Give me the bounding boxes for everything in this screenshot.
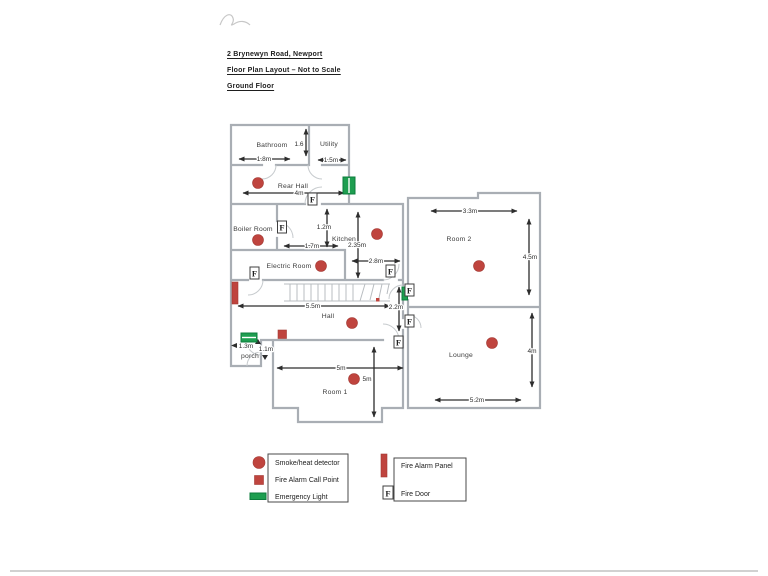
legend-right: F Fire Alarm Panel Fire Door [380,453,467,502]
room-label-porch: porch [241,353,259,360]
fire-doors: F F F F F F F [249,192,415,349]
smoke-detector-icon-electric-room [315,260,327,272]
fire-door-box [277,220,287,234]
dim-label-room1-width: 5m [336,365,345,372]
smoke-detector-icon-kitchen [371,228,383,240]
dim-label-porch-width: 1.3m [239,343,253,350]
staircase [284,283,390,302]
dim-label-kitchen-width-right: 2.8m [369,258,383,265]
room-label-hall: Hall [322,313,335,320]
dim-label-room1-depth: 5m [362,376,371,383]
legend-right-box [393,457,467,502]
smoke-detectors [252,177,498,385]
room-label-room1: Room 1 [323,389,348,396]
legend-fire-door-icon: F [382,485,394,500]
room-label-electric-room: Electric Room [267,263,312,270]
fire-door-icon-room1: F [393,335,404,349]
fire-door-box [393,335,404,349]
legend-fire-alarm-panel-icon [380,453,388,478]
dim-label-lounge-depth: 4m [527,348,536,355]
fire-door-icon-rear-hall: F [307,192,318,206]
legend-label-call-point: Fire Alarm Call Point [275,477,339,484]
fire-door-box [385,264,396,278]
dim-label-kitchen-width-lower: 1.7m [305,243,319,250]
room-label-boiler-room: Boiler Room [233,226,273,233]
dim-label-bathroom-width: 1.8m [257,156,271,163]
room-label-lounge: Lounge [449,352,473,359]
scan-edge-artifact [10,570,758,572]
room-label-kitchen: Kitchen [332,236,356,243]
stair-treads [284,283,390,302]
smoke-detector-icon-rear-hall [252,177,264,189]
fire-door-box [249,266,260,280]
legend-left-box [267,453,349,503]
fire-door-letter: F [385,489,390,499]
fire-door-box [404,283,415,297]
dim-label-rear-hall-width: 4m [294,190,303,197]
document-subtitle: Floor Plan Layout – Not to Scale [227,67,341,74]
legend-left: Smoke/heat detector Fire Alarm Call Poin… [249,453,349,503]
dim-label-bathroom-depth: 1.6 [294,141,303,148]
fire-door-letter: F [388,267,393,277]
fire-alarm-call-point-icon [277,329,287,339]
room-label-rear-hall: Rear Hall [278,183,308,190]
emergency-light-icon-porch [240,332,258,343]
fire-door-letter: F [252,269,257,279]
legend-call-point-icon [254,475,264,485]
fire-door-icon-hall-room2: F [404,283,415,297]
fire-door-box [404,314,415,328]
smoke-detector-icon-lounge [486,337,498,349]
porch-dimension-markers [231,339,268,360]
emergency-light-icon-rear-hall [342,176,356,195]
room-label-room2: Room 2 [447,236,472,243]
room-label-bathroom: Bathroom [256,142,287,149]
fire-door-letter: F [407,317,412,327]
dim-label-room2-width: 3.3m [463,208,477,215]
room-label-utility: Utility [320,141,338,148]
legend-label-fire-alarm-panel: Fire Alarm Panel [401,463,453,470]
fire-door-icon-boiler-room: F [277,220,287,234]
legend-smoke-detector-icon [252,456,266,469]
fire-door-box [382,485,394,500]
legend-label-fire-door: Fire Door [401,491,431,498]
fire-door-letter: F [310,195,315,205]
legend-label-emergency-light: Emergency Light [275,494,328,501]
walls [229,123,542,424]
dim-label-hall-width: 5.5m [306,303,320,310]
fire-door-icon-kitchen: F [385,264,396,278]
fire-door-letter: F [407,286,412,296]
legend-emergency-light-icon [249,492,267,500]
smoke-detector-icon-boiler-room [252,234,264,246]
dim-label-kitchen-depth-upper: 1.2m [317,224,331,231]
smoke-detector-icon-room1 [348,373,360,385]
dim-label-lounge-width: 5.2m [470,397,484,404]
legend-label-smoke-detector: Smoke/heat detector [275,460,340,467]
document-floor-label: Ground Floor [227,83,275,90]
stairs-red-mark [376,298,380,302]
pen-scribble [219,14,251,26]
smoke-detector-icon-hall [346,317,358,329]
dim-label-room2-depth: 4.5m [523,254,537,261]
fire-door-icon-electric-room: F [249,266,260,280]
fire-alarm-panel-icon [231,281,239,305]
fire-door-letter: F [396,338,401,348]
fire-door-box [307,192,318,206]
fire-door-icon-hall-lounge: F [404,314,415,328]
dim-label-hall-depth: 2.2m [389,304,403,311]
dim-label-porch-depth: 1.1m [259,346,273,353]
fire-door-letter: F [279,223,284,233]
dimension-annotations: 1.8m 1.6 1.5m 4m 1.2m 1.7m 2.35m 2.8m 5.… [231,128,539,418]
room-labels: Bathroom Utility Rear Hall Boiler Room K… [233,141,473,396]
dim-label-kitchen-depth-full: 2.35m [348,242,366,249]
document-address: 2 Brynewyn Road, Newport [227,51,323,58]
smoke-detector-icon-room2 [473,260,485,272]
dim-label-utility-width: 1.5m [324,157,338,164]
